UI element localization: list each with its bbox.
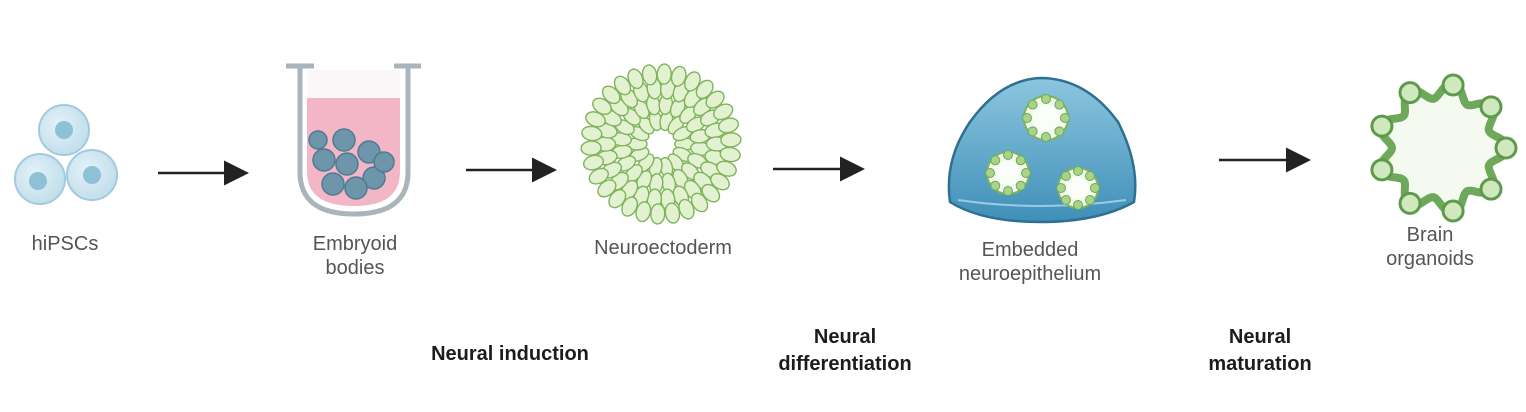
stage-neural-maturation: Neural maturation — [1180, 324, 1340, 378]
neural-rosette-icon — [580, 63, 742, 225]
stage-differentiation-line1: Neural — [813, 326, 877, 348]
label-embedded-line2: neuroepithelium — [958, 263, 1102, 285]
stage-differentiation-line2: differentiation — [778, 353, 912, 375]
label-embedded-line1: Embedded — [981, 239, 1079, 261]
culture-well-icon — [286, 63, 421, 217]
stem-cell-cluster-icon — [14, 104, 118, 205]
brain-organoid-icon — [1370, 73, 1518, 223]
label-hipscs: hiPSCs — [31, 233, 99, 255]
label-brain-organoids: Brain organoids — [1360, 223, 1500, 271]
label-brain-line1: Brain — [1406, 224, 1454, 246]
label-neuroectoderm: Neuroectoderm — [594, 237, 732, 259]
label-embryoid-bodies: Embryoid bodies — [290, 232, 420, 280]
stage-maturation-line1: Neural — [1228, 326, 1292, 348]
matrigel-dome-icon — [947, 76, 1137, 224]
label-brain-line2: organoids — [1386, 248, 1474, 270]
stage-neural-differentiation: Neural differentiation — [745, 324, 945, 378]
label-embryoid-line1: Embryoid — [312, 233, 398, 255]
label-embedded-neuroepithelium: Embedded neuroepithelium — [930, 238, 1130, 286]
label-embryoid-line2: bodies — [325, 257, 385, 279]
stage-maturation-line2: maturation — [1208, 353, 1312, 375]
stage-neural-induction: Neural induction — [431, 343, 589, 365]
